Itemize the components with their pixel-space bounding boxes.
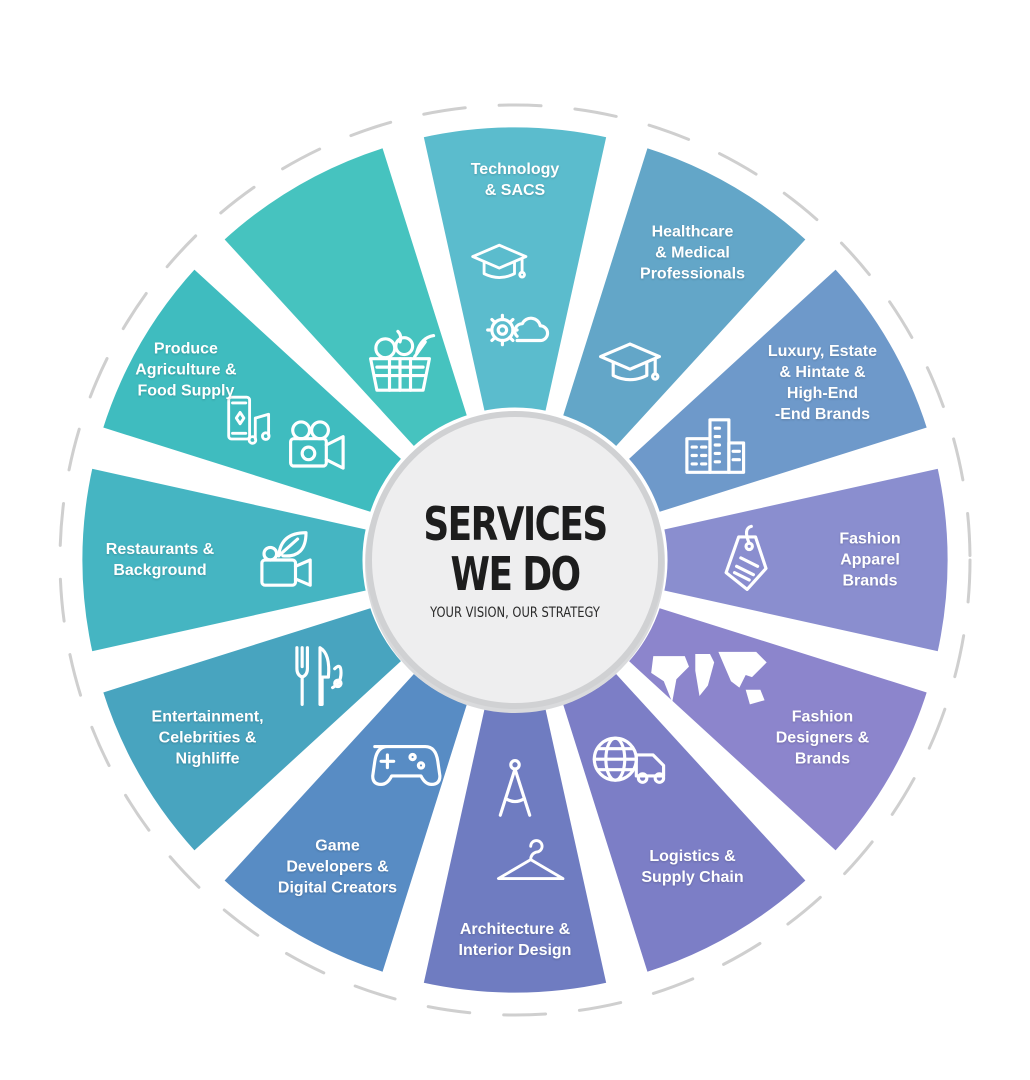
phone-music-icon [227,395,271,445]
center-subtitle: YOUR VISION, OUR STRATEGY [430,605,600,621]
graduation-cap-icon [599,342,661,382]
drafting-compass-icon [498,759,532,817]
buildings-icon [685,418,746,474]
leaf-camera-icon [260,531,312,587]
segment-label: Logistics & Supply Chain [641,848,744,887]
segment-wedge [218,142,473,452]
produce-basket-icon [369,329,436,392]
price-tag-icon [724,524,768,591]
segment-label: Fashion Designers & Brands [775,708,870,767]
segment-wedge [658,463,953,657]
outer-dashed-ring [58,103,972,1017]
gear-cloud-icon [486,313,550,347]
segment-wedge [623,263,933,518]
segment-label: Luxury, Estate & Hintate & High-End -End… [767,342,877,423]
segment-label: Produce Agriculture & Food Supply [135,340,237,400]
globe-truck-icon [592,736,666,784]
segment-wedge [97,263,407,518]
game-controller-icon [371,745,442,786]
center-title: SERVICES WE DO [423,497,608,601]
segment-label: Restaurants & Background [105,541,215,579]
world-map-icon [651,651,767,705]
fork-knife-icon [295,646,343,706]
center-badge: SERVICES WE DO YOUR VISION, OUR STRATEGY [390,499,640,621]
segment-label: Healthcare & Medical Professionals [640,223,745,283]
clothes-hanger-icon [496,839,565,881]
segment-label: Entertainment, Celebrities & Nighliffe [151,708,264,767]
center-disc [366,411,664,709]
movie-camera-icon [289,420,345,470]
segment-label: Technology & SACS [470,161,560,199]
graduation-cap-icon [471,243,528,279]
segment-label: Architecture & Interior Design [458,921,572,959]
segment-label: Fashion Apparel Brands [839,530,901,590]
segment-wedge [557,142,812,452]
segment-label: Game Developers & Digital Creators [277,837,398,897]
segment-icons [227,243,768,881]
